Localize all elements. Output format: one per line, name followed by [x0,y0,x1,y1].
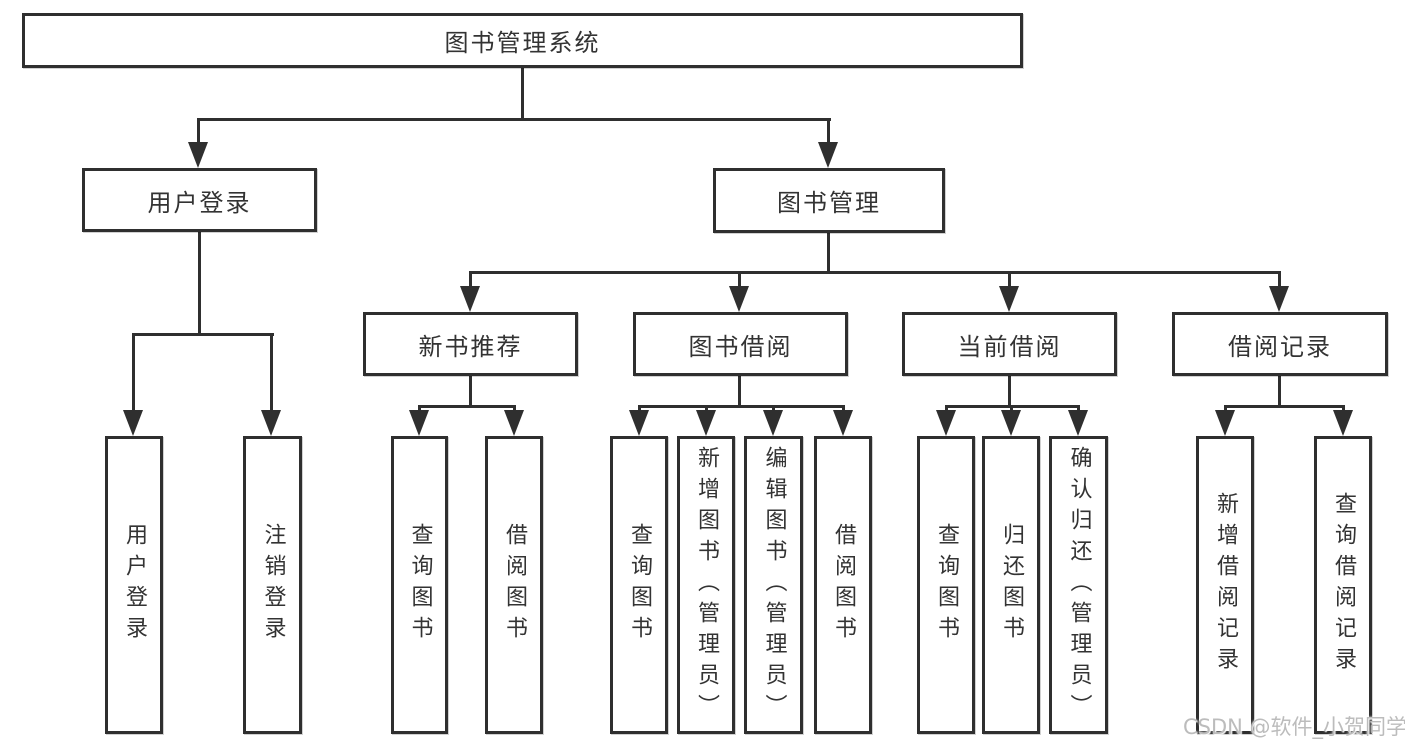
leaf-label: 确认归还（管理员） [1066,445,1092,725]
node-label: 图书借阅 [688,332,793,361]
arrowhead-down [188,142,208,168]
connector-v [827,233,830,273]
connector-v [1278,376,1281,408]
connector-v [1008,376,1011,408]
connector-v [132,333,135,413]
connector-h [418,405,515,408]
arrowhead-down [999,286,1019,312]
arrowhead-down [696,410,716,436]
node-borrow-records: 借阅记录 [1172,312,1388,376]
connector-h [638,405,845,408]
leaf-confirm-return-admin: 确认归还（管理员） [1049,436,1108,734]
connector-v [738,376,741,408]
arrowhead-down [833,410,853,436]
connector-h [1224,405,1345,408]
leaf-label: 查询图书 [627,523,652,647]
leaf-query-books-recommend: 查询图书 [391,436,448,734]
arrowhead-down [936,410,956,436]
leaf-label: 查询图书 [407,523,433,647]
leaf-label: 编辑图书（管理员） [761,445,787,725]
leaf-return-book: 归还图书 [982,436,1040,734]
node-library-management-system: 图书管理系统 [22,13,1023,68]
leaf-label: 查询借阅记录 [1331,492,1356,678]
leaf-query-books-borrowing: 查询图书 [610,436,668,734]
leaf-borrow-books-recommend: 借阅图书 [485,436,543,734]
arrowhead-down [818,142,838,168]
leaf-label: 用户登录 [122,523,147,647]
leaf-label: 归还图书 [999,523,1024,647]
leaf-add-borrow-record: 新增借阅记录 [1196,436,1254,734]
connector-v [197,118,200,148]
leaf-query-books-current: 查询图书 [917,436,975,734]
connector-h [469,271,1281,274]
node-label: 用户登录 [147,188,252,217]
connector-v [198,232,201,336]
connector-v [1008,271,1011,291]
arrowhead-down [763,410,783,436]
arrowhead-down [1215,410,1235,436]
connector-v [469,271,472,291]
leaf-add-book-admin: 新增图书（管理员） [677,436,735,734]
arrowhead-down [729,286,749,312]
connector-v [270,333,273,413]
connector-h [197,118,831,121]
leaf-edit-book-admin: 编辑图书（管理员） [744,436,803,734]
leaf-label: 注销登录 [260,523,286,647]
connector-v [738,271,741,291]
node-current-borrowing: 当前借阅 [902,312,1117,376]
leaf-label: 借阅图书 [831,523,856,647]
connector-v [1278,271,1281,291]
connector-v [827,118,830,148]
connector-v [469,376,472,408]
arrowhead-down [1068,410,1088,436]
arrowhead-down [261,410,281,436]
leaf-label: 新增借阅记录 [1213,492,1238,678]
node-user-login: 用户登录 [82,168,317,232]
leaf-label: 借阅图书 [502,523,527,647]
node-label: 当前借阅 [957,332,1062,361]
arrowhead-down [1269,286,1289,312]
leaf-query-borrow-record: 查询借阅记录 [1314,436,1372,734]
leaf-borrow-books-borrowing: 借阅图书 [814,436,872,734]
node-label: 借阅记录 [1228,332,1332,361]
node-label: 新书推荐 [418,332,523,361]
arrowhead-down [629,410,649,436]
arrowhead-down [504,410,524,436]
arrowhead-down [123,410,143,436]
arrowhead-down [1001,410,1021,436]
arrowhead-down [460,286,480,312]
arrowhead-down [1333,410,1353,436]
node-new-book-recommend: 新书推荐 [363,312,578,376]
node-label: 图书管理系统 [444,29,601,57]
node-label: 图书管理 [777,189,881,217]
watermark: CSDN @软件_小贺同学 [1183,715,1405,739]
node-book-borrowing: 图书借阅 [633,312,848,376]
leaf-label: 查询图书 [934,523,959,647]
connector-h [132,333,274,336]
connector-v [521,68,524,118]
arrowhead-down [409,410,429,436]
node-book-management: 图书管理 [713,168,945,233]
leaf-logout: 注销登录 [243,436,302,734]
leaf-user-login: 用户登录 [105,436,163,734]
leaf-label: 新增图书（管理员） [694,445,719,725]
